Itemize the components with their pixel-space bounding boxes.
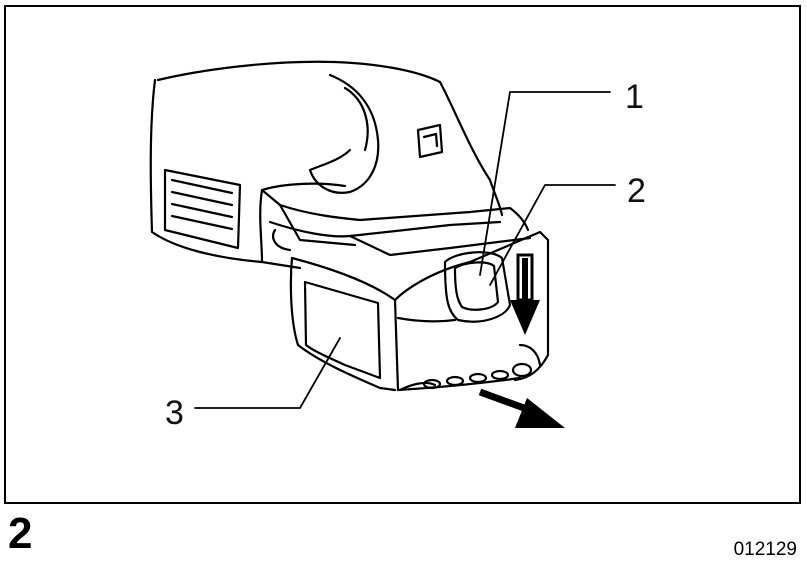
down-arrow-icon (510, 253, 540, 335)
battery-seat (260, 188, 532, 257)
leader-lines (194, 91, 616, 409)
leader-line-1 (479, 91, 611, 276)
leader-line-2 (489, 184, 616, 286)
reference-code: 012129 (733, 539, 797, 560)
battery-cartridge (289, 230, 550, 392)
release-button (443, 251, 512, 323)
tool-body (149, 60, 504, 270)
callout-2: 2 (627, 172, 646, 210)
leader-line-3 (194, 337, 341, 409)
figure-number: 2 (8, 509, 33, 558)
slide-out-arrow-icon (478, 388, 565, 428)
callout-1: 1 (625, 78, 644, 116)
callout-3: 3 (165, 394, 184, 432)
figure-frame (4, 5, 801, 504)
